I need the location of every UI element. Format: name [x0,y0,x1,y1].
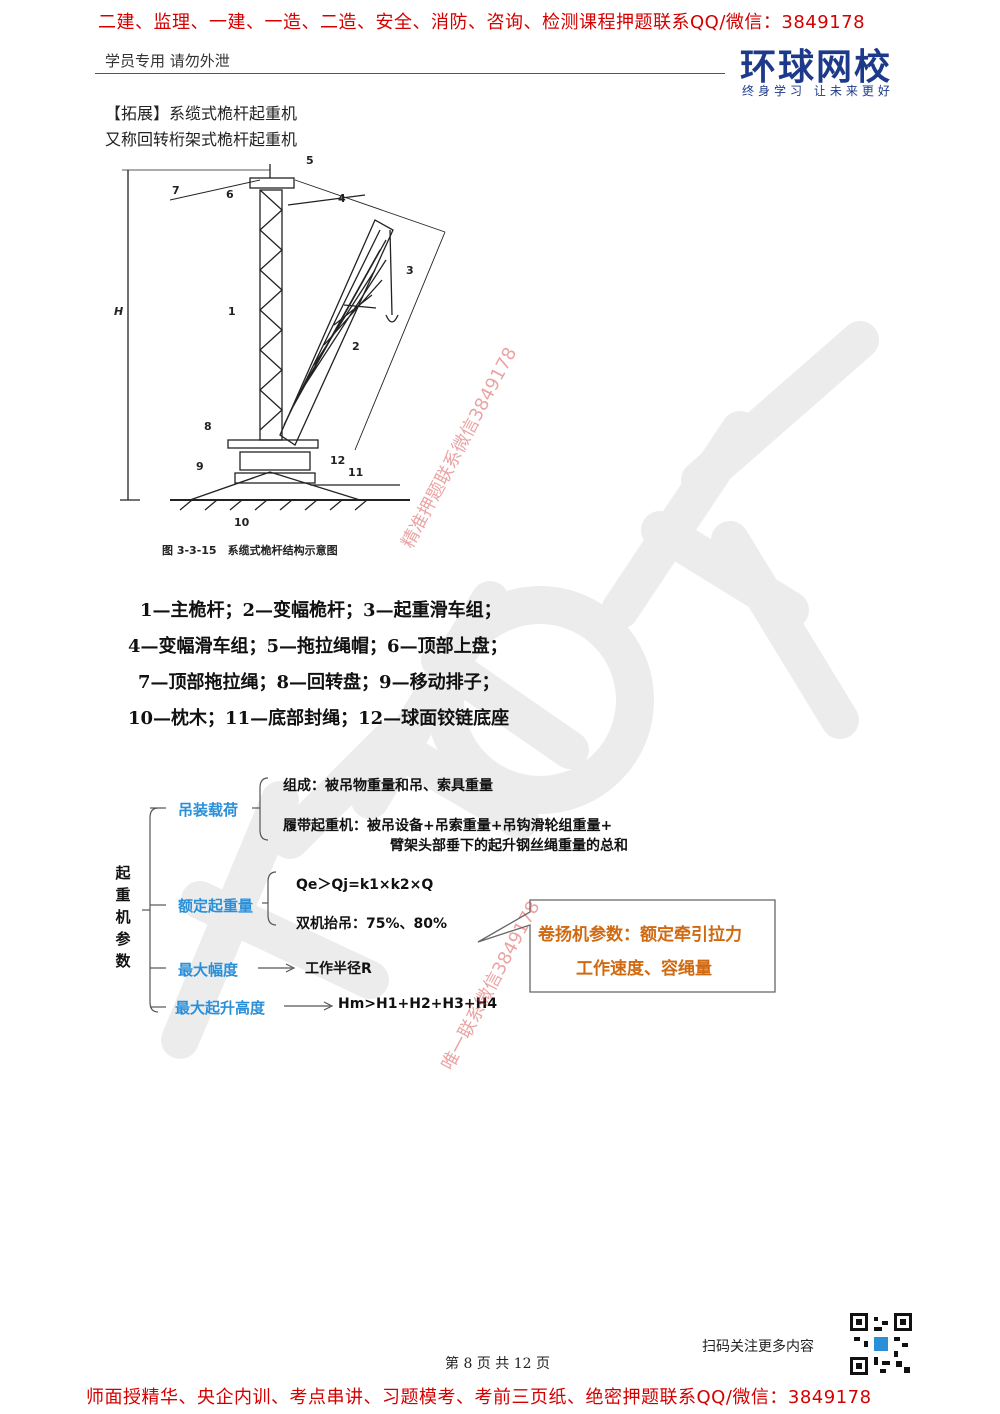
section-heading: 【拓展】系缆式桅杆起重机 [105,104,298,123]
section-subheading: 又称回转桁架式桅杆起重机 [105,130,298,149]
label-12: 12 [330,454,345,467]
label-2: 2 [352,340,360,353]
qr-code-icon [850,1313,912,1375]
label-3: 3 [406,264,414,277]
winch-callout-line2: 工作速度、容绳量 [576,959,712,979]
label-11: 11 [348,466,363,479]
crawler-crane-line2: 臂架头部垂下的起升钢丝绳重量的总和 [390,838,628,854]
label-6: 6 [226,188,234,201]
lifting-load-composition: 组成：被吊物重量和吊、索具重量 [283,778,493,794]
label-5: 5 [306,154,314,167]
legend-line-3: 7—顶部拖拉绳；8—回转盘；9—移动排子； [138,672,500,693]
derrick-diagram: 1 2 3 4 5 6 7 8 9 10 11 12 H [114,154,446,529]
label-7: 7 [172,184,180,197]
figure-caption: 图 3-3-15 系缆式桅杆结构示意图 [162,544,338,557]
label-10: 10 [234,516,250,529]
logo-slogan: 终身学习 让未来更好 [742,84,894,98]
label-9: 9 [196,460,204,473]
rated-capacity-label: 额定起重量 [178,897,254,915]
background-watermark-logo [161,321,879,1059]
label-h: H [114,305,123,318]
max-height-label: 最大起升高度 [175,999,266,1017]
legend-line-2: 4—变幅滑车组；5—拖拉绳帽；6—顶部上盘； [128,636,508,657]
label-1: 1 [228,305,236,318]
label-4: 4 [338,192,346,205]
lifting-load-label: 吊装载荷 [178,801,239,819]
scan-prompt: 扫码关注更多内容 [702,1339,814,1355]
header-rule [95,73,725,74]
max-range-value: 工作半径R [305,961,372,977]
winch-callout-line1: 卷扬机参数：额定牵引拉力 [538,925,742,945]
max-range-label: 最大幅度 [178,961,239,979]
label-8: 8 [204,420,212,433]
top-banner: 二建、监理、一建、一造、二造、安全、消防、咨询、检测课程押题联系QQ/微信：38… [98,12,866,33]
confidential-notice: 学员专用 请勿外泄 [105,52,230,70]
max-height-formula: Hm>H1+H2+H3+H4 [338,996,498,1012]
logo-title: 环球网校 [740,47,893,88]
mindmap-root: 起重机参数 [115,864,131,970]
bottom-banner: 师面授精华、央企内训、考点串讲、习题模考、考前三页纸、绝密押题联系QQ/微信：3… [86,1387,872,1408]
dual-crane-ratio: 双机抬吊：75%、80% [296,916,448,932]
crawler-crane-line1: 履带起重机：被吊设备+吊索重量+吊钩滑轮组重量+ [283,818,613,834]
rated-formula: Qe＞Qj=k1×k2×Q [296,877,434,893]
legend-line-4: 10—枕木；11—底部封绳；12—球面铰链底座 [128,708,510,729]
page-number: 第 8 页 共 12 页 [445,1356,550,1372]
legend-line-1: 1—主桅杆；2—变幅桅杆；3—起重滑车组； [140,600,502,621]
